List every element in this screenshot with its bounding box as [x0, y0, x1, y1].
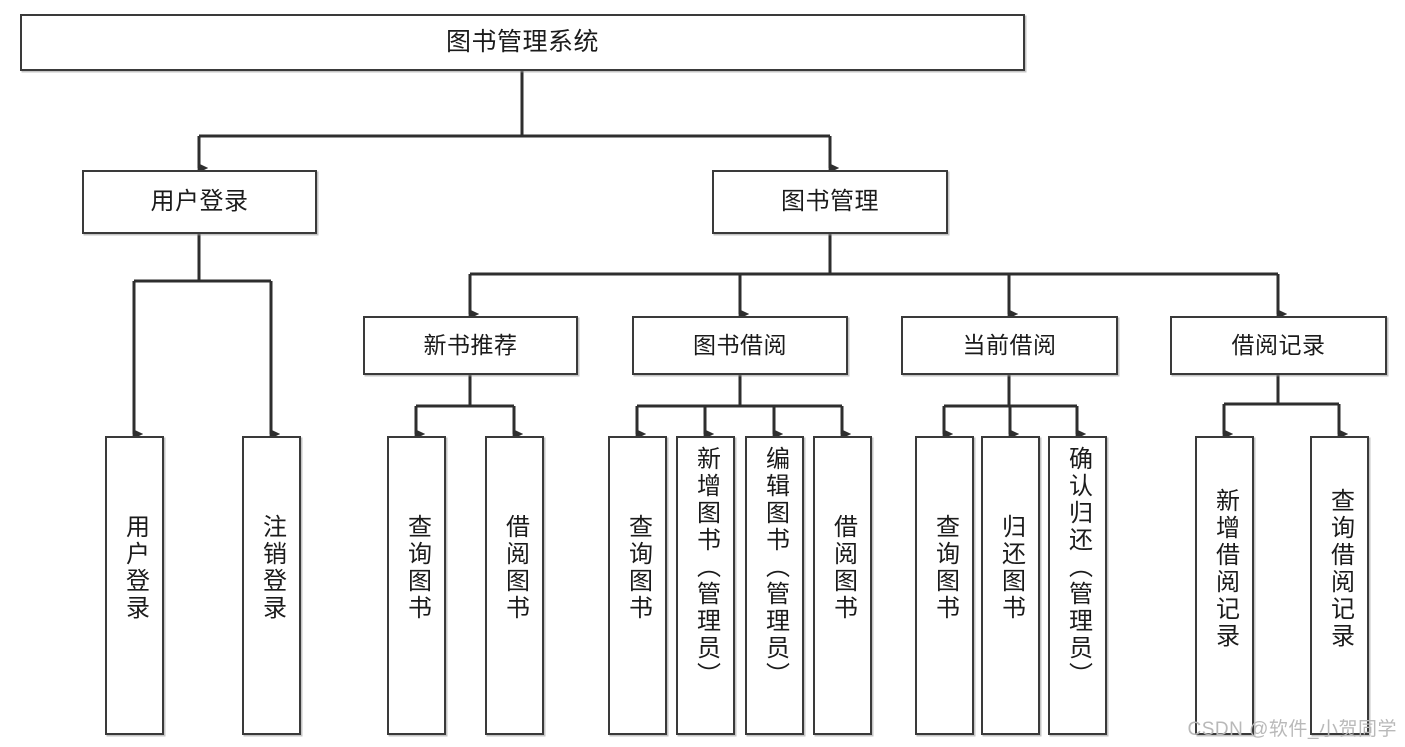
node-book-manage[interactable]: 图书管理: [712, 170, 948, 234]
node-leaf-query-book-current-label: 查询图书: [931, 514, 959, 622]
node-leaf-borrow-book-label: 借阅图书: [829, 514, 857, 622]
node-leaf-borrow-book-rec[interactable]: 借阅图书: [485, 436, 544, 735]
node-root-label: 图书管理系统: [445, 27, 599, 56]
node-leaf-confirm-return-admin-label: 确认归还（管理员）: [1064, 446, 1092, 689]
node-leaf-logout-label: 注销登录: [258, 514, 286, 622]
node-leaf-query-book-rec-label: 查询图书: [403, 514, 431, 622]
node-leaf-return-book-label: 归还图书: [997, 514, 1025, 622]
node-leaf-edit-book-admin[interactable]: 编辑图书（管理员）: [745, 436, 804, 735]
node-current-borrow-label: 当前借阅: [962, 331, 1057, 358]
node-leaf-return-book[interactable]: 归还图书: [981, 436, 1040, 735]
node-leaf-add-borrow-record[interactable]: 新增借阅记录: [1195, 436, 1254, 735]
node-leaf-edit-book-admin-label: 编辑图书（管理员）: [761, 446, 789, 689]
node-book-borrow-label: 图书借阅: [693, 331, 787, 358]
node-leaf-add-book-admin[interactable]: 新增图书（管理员）: [676, 436, 735, 735]
node-leaf-query-book-borrow-label: 查询图书: [624, 514, 652, 622]
node-leaf-add-book-admin-label: 新增图书（管理员）: [692, 446, 720, 689]
node-new-book-rec-label: 新书推荐: [423, 331, 518, 358]
node-leaf-logout[interactable]: 注销登录: [242, 436, 301, 735]
node-current-borrow[interactable]: 当前借阅: [901, 316, 1118, 375]
node-borrow-record-label: 借阅记录: [1231, 331, 1326, 358]
node-leaf-borrow-book-rec-label: 借阅图书: [501, 514, 529, 622]
node-leaf-user-login-label: 用户登录: [121, 514, 149, 622]
node-leaf-confirm-return-admin[interactable]: 确认归还（管理员）: [1048, 436, 1107, 735]
node-leaf-add-borrow-record-label: 新增借阅记录: [1211, 488, 1239, 650]
watermark-text: CSDN @软件_小贺同学: [1187, 719, 1397, 740]
node-borrow-record[interactable]: 借阅记录: [1170, 316, 1387, 375]
node-book-borrow[interactable]: 图书借阅: [632, 316, 848, 375]
node-leaf-query-book-current[interactable]: 查询图书: [915, 436, 974, 735]
node-leaf-user-login[interactable]: 用户登录: [105, 436, 164, 735]
node-book-manage-label: 图书管理: [781, 187, 879, 215]
node-new-book-rec[interactable]: 新书推荐: [363, 316, 578, 375]
node-user-login-label: 用户登录: [150, 187, 249, 215]
node-leaf-query-borrow-record[interactable]: 查询借阅记录: [1310, 436, 1369, 735]
node-root[interactable]: 图书管理系统: [20, 14, 1025, 71]
node-leaf-query-borrow-record-label: 查询借阅记录: [1326, 488, 1354, 650]
node-user-login[interactable]: 用户登录: [82, 170, 317, 234]
node-leaf-query-book-rec[interactable]: 查询图书: [387, 436, 446, 735]
node-leaf-query-book-borrow[interactable]: 查询图书: [608, 436, 667, 735]
node-leaf-borrow-book[interactable]: 借阅图书: [813, 436, 872, 735]
